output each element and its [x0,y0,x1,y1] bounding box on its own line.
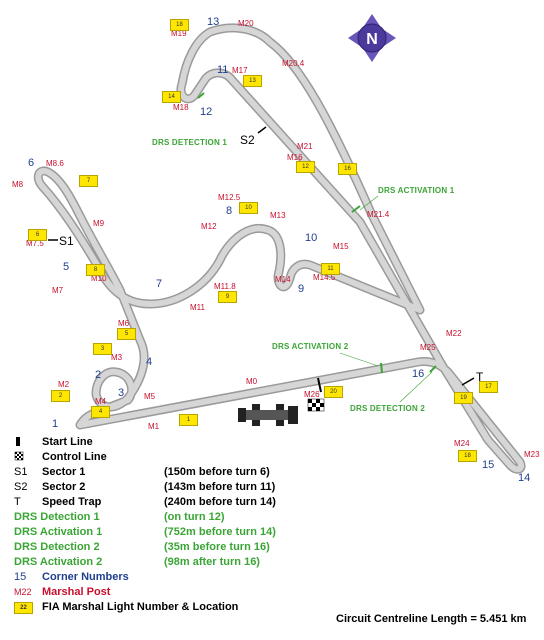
corner-number: 9 [298,283,305,295]
drs-detection1-marker [197,92,205,99]
compass-letter: N [366,31,378,48]
marshal-light-legend-icon: 22 [14,602,33,614]
drs-activation1-label: DRS ACTIVATION 1 [378,186,455,195]
marshal-light: 10 [239,202,258,214]
drs-detection2-marker [429,365,437,373]
marshal-light: 16 [338,163,357,175]
marshal-post: M9 [93,219,105,228]
marshal-post: M8 [12,180,24,189]
marshal-light: 18 [170,19,189,31]
marshal-post: M10 [91,274,107,283]
marshal-post: M5 [144,392,156,401]
corner-number: 14 [518,472,531,484]
corner-number: 1 [52,418,59,430]
marshal-post: M15 [333,242,349,251]
sector1-label: S1 [59,234,74,248]
corner-number: 3 [118,387,125,399]
start-line [317,377,322,393]
sector2-label: S2 [240,133,255,147]
marshal-post: M26 [304,390,320,399]
marshal-post: M4 [95,397,107,406]
marshal-post: M13 [270,211,286,220]
marshal-light: 9 [218,291,237,303]
corner-number: 2 [95,369,102,381]
drs-activation2-label: DRS ACTIVATION 2 [272,342,349,351]
marshal-post: M12 [201,222,217,231]
corner-number: 13 [207,16,220,28]
marshal-post: M11.8 [214,282,236,291]
marshal-post: M7.5 [26,239,44,248]
marshal-light: 20 [324,386,343,398]
start-line-icon [16,437,20,446]
corner-number: 5 [63,261,70,273]
sector2-line [257,126,267,134]
corner-number: 7 [156,278,163,290]
marshal-post: M25 [420,343,436,352]
marshal-post: M14.5 [313,273,336,282]
marshal-post: M2 [58,380,70,389]
marshal-light: 5 [117,328,136,340]
marshal-post: M23 [524,450,540,459]
drs-detection1-label: DRS DETECTION 1 [152,138,228,147]
control-line-icon [14,451,24,461]
checkered-flag-icon [307,398,325,412]
marshal-post: M18 [173,103,189,112]
drs-activation1-marker [351,205,361,213]
marshal-light: 3 [93,343,112,355]
marshal-light: 11 [321,263,340,275]
marshal-light: 4 [91,406,110,418]
marshal-light: 7 [79,175,98,187]
marshal-post: M20 [238,19,254,28]
marshal-light: 2 [51,390,70,402]
drs-detection2-label: DRS DETECTION 2 [350,404,426,413]
circuit-length: Circuit Centreline Length = 5.451 km [336,613,527,625]
corner-number: 8 [226,205,233,217]
marshal-light: 8 [86,264,105,276]
drs-detection2-pointer [399,371,433,403]
marshal-post: M21.4 [367,210,390,219]
speed-trap-line [461,377,475,386]
marshal-post: M20.4 [282,59,305,68]
marshal-light: 1 [179,414,198,426]
marshal-post: M17 [232,66,248,75]
drs-activation1-pointer [359,195,379,211]
marshal-post: M22 [446,329,462,338]
marshal-light: 17 [479,381,498,393]
corner-number: 10 [305,232,318,244]
corner-number: 4 [146,356,153,368]
marshal-light: 14 [162,91,181,103]
marshal-post: M11 [190,303,205,312]
car-icon [238,404,298,426]
marshal-light: 19 [454,392,473,404]
speed-trap-label: T [476,370,484,384]
marshal-light: 12 [296,161,315,173]
corner-number: 12 [200,106,213,118]
marshal-post: M16 [287,153,303,162]
marshal-post: M6 [118,319,130,328]
marshal-post: M21 [297,142,313,151]
marshal-light: 13 [243,75,262,87]
marshal-post: M19 [171,29,187,38]
drs-activation2-marker [380,362,383,374]
marshal-post: M0 [246,377,258,386]
marshal-post: M1 [148,422,160,431]
corner-number: 16 [412,368,425,380]
marshal-post: M8.6 [46,159,64,168]
compass-icon [348,14,396,62]
corner-number: 6 [28,157,35,169]
track-surface [35,24,524,473]
marshal-post: M14 [275,275,291,284]
drs-activation2-pointer [339,352,379,367]
marshal-post: M7 [52,286,64,295]
corner-number: 15 [482,459,495,471]
corner-number: 11 [217,64,229,76]
marshal-light: 18 [458,450,477,462]
marshal-post: M3 [111,353,123,362]
marshal-light: 6 [28,229,47,241]
marshal-post: M12.5 [218,193,241,202]
marshal-post: M24 [454,439,470,448]
